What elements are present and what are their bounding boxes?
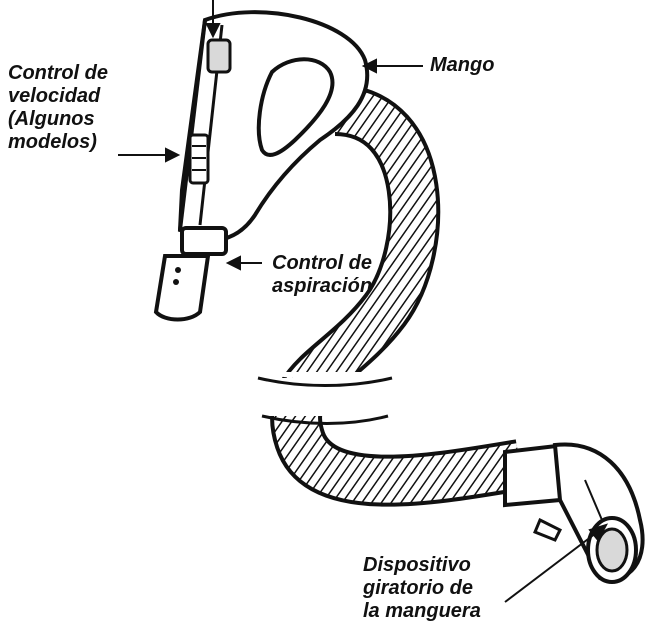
hose-swivel bbox=[505, 444, 643, 582]
wand-tip bbox=[156, 228, 226, 320]
hose-swivel-label-line: la manguera bbox=[363, 600, 481, 623]
hose-break bbox=[240, 372, 410, 424]
speed-control-label: Control de velocidad (Algunos modelos) bbox=[8, 62, 108, 154]
speed-control-label-line: (Algunos bbox=[8, 108, 108, 131]
speed-control-label-line: velocidad bbox=[8, 85, 108, 108]
hose-swivel-label-line: giratorio de bbox=[363, 577, 481, 600]
handle-label-line: Mango bbox=[430, 54, 494, 77]
handle-label: Mango bbox=[430, 54, 494, 77]
suction-control-label: Control de aspiración bbox=[272, 252, 372, 298]
hose-swivel-label-line: Dispositivo bbox=[363, 554, 481, 577]
handle bbox=[180, 12, 367, 240]
speed-control-label-line: modelos) bbox=[8, 131, 108, 154]
suction-control-label-line: Control de bbox=[272, 252, 372, 275]
hose-swivel-label: Dispositivo giratorio de la manguera bbox=[363, 554, 481, 623]
speed-control-label-line: Control de bbox=[8, 62, 108, 85]
suction-control-label-line: aspiración bbox=[272, 275, 372, 298]
